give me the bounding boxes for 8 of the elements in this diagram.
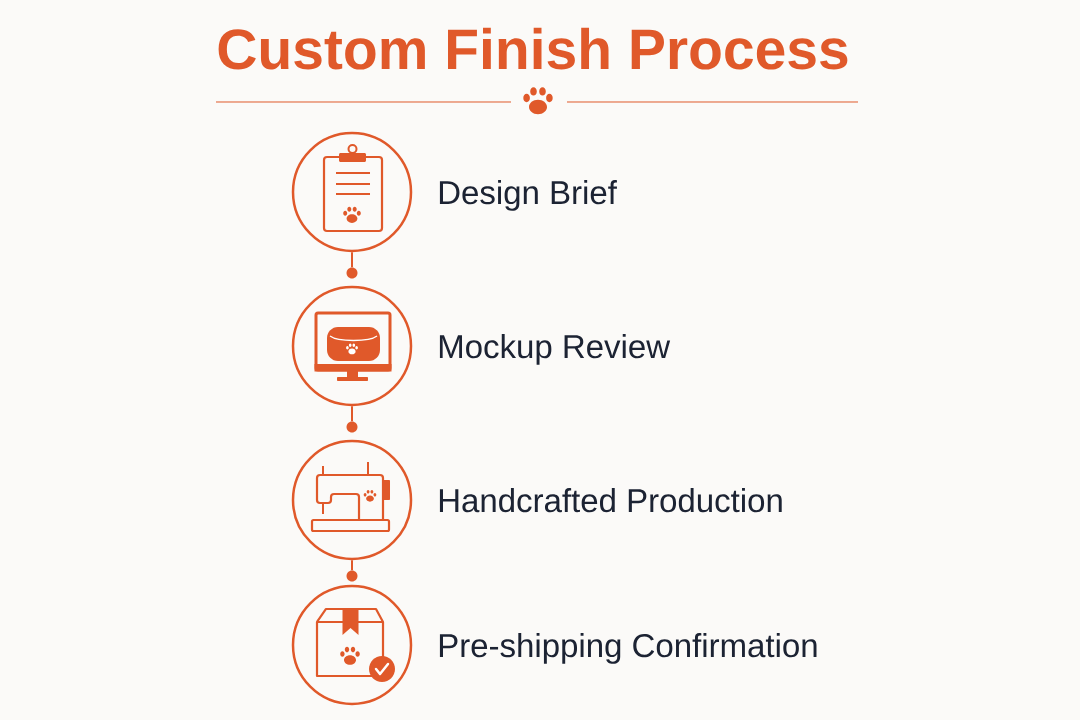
title: Custom Finish Process — [218, 27, 848, 70]
step-label: Pre-shipping Confirmation — [439, 633, 817, 664]
connector — [351, 405, 353, 423]
step-label: Handcrafted Production — [439, 488, 782, 513]
connector — [351, 251, 353, 269]
step-label: Mockup Review — [439, 334, 671, 365]
step-label: Design Brief — [439, 180, 617, 211]
connector — [351, 559, 353, 572]
